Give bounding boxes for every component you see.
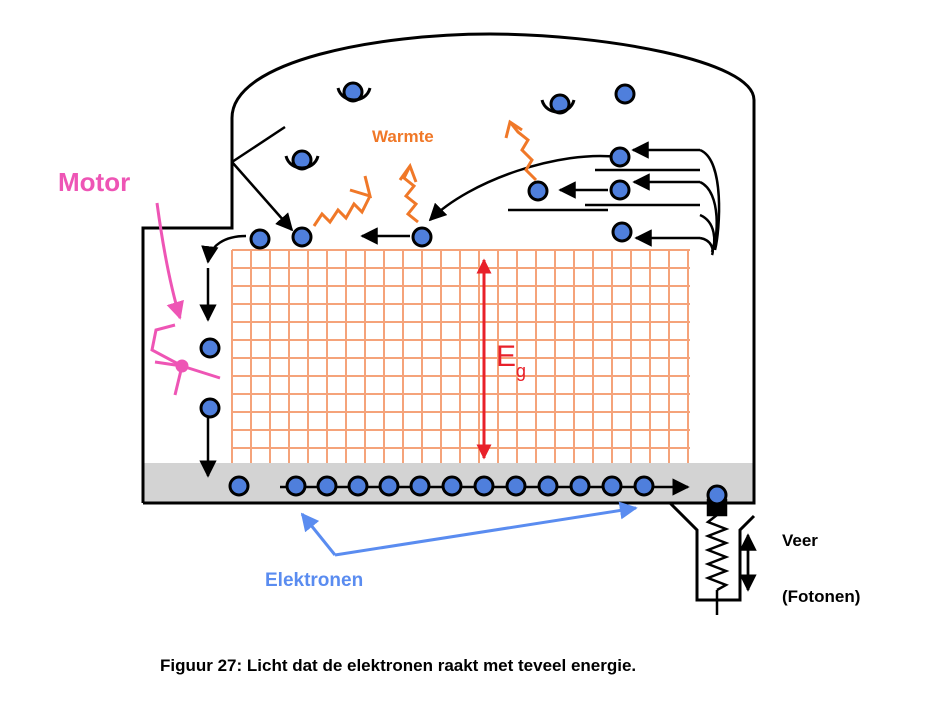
electron [291, 226, 313, 248]
elektronen-label: Elektronen [265, 570, 363, 591]
electron-traps [284, 87, 576, 170]
electron [633, 475, 655, 497]
motor-label: Motor [58, 167, 130, 197]
warmte-label: Warmte [372, 127, 434, 146]
electron [473, 475, 495, 497]
spring [704, 498, 730, 615]
electron [411, 226, 433, 248]
energy-grid [231, 249, 690, 463]
electron [199, 337, 221, 359]
electron [537, 475, 559, 497]
fotonen-label: (Fotonen) [782, 587, 860, 606]
electron [347, 475, 369, 497]
warmte-arrows [312, 119, 538, 227]
electron [378, 475, 400, 497]
electron [609, 179, 631, 201]
electron [611, 221, 633, 243]
electron [569, 475, 591, 497]
electron [199, 397, 221, 419]
electron [505, 475, 527, 497]
electron [409, 475, 431, 497]
electron [228, 475, 250, 497]
electron [614, 83, 636, 105]
electron [527, 180, 549, 202]
spring-tube [668, 501, 756, 602]
figure-caption: Figuur 27: Licht dat de elektronen raakt… [160, 656, 636, 675]
elektronen-pointers [300, 501, 638, 557]
electron [316, 475, 338, 497]
eg-label: E [496, 340, 516, 373]
motor-icon [150, 202, 221, 396]
electron [249, 228, 271, 250]
veer-label: Veer [782, 531, 818, 550]
electron [285, 475, 307, 497]
electron [441, 475, 463, 497]
vessel-outline [141, 32, 756, 505]
electron [706, 484, 728, 506]
electron [601, 475, 623, 497]
eg-subscript: g [516, 361, 526, 381]
electron [609, 146, 631, 168]
electrons [199, 81, 728, 506]
